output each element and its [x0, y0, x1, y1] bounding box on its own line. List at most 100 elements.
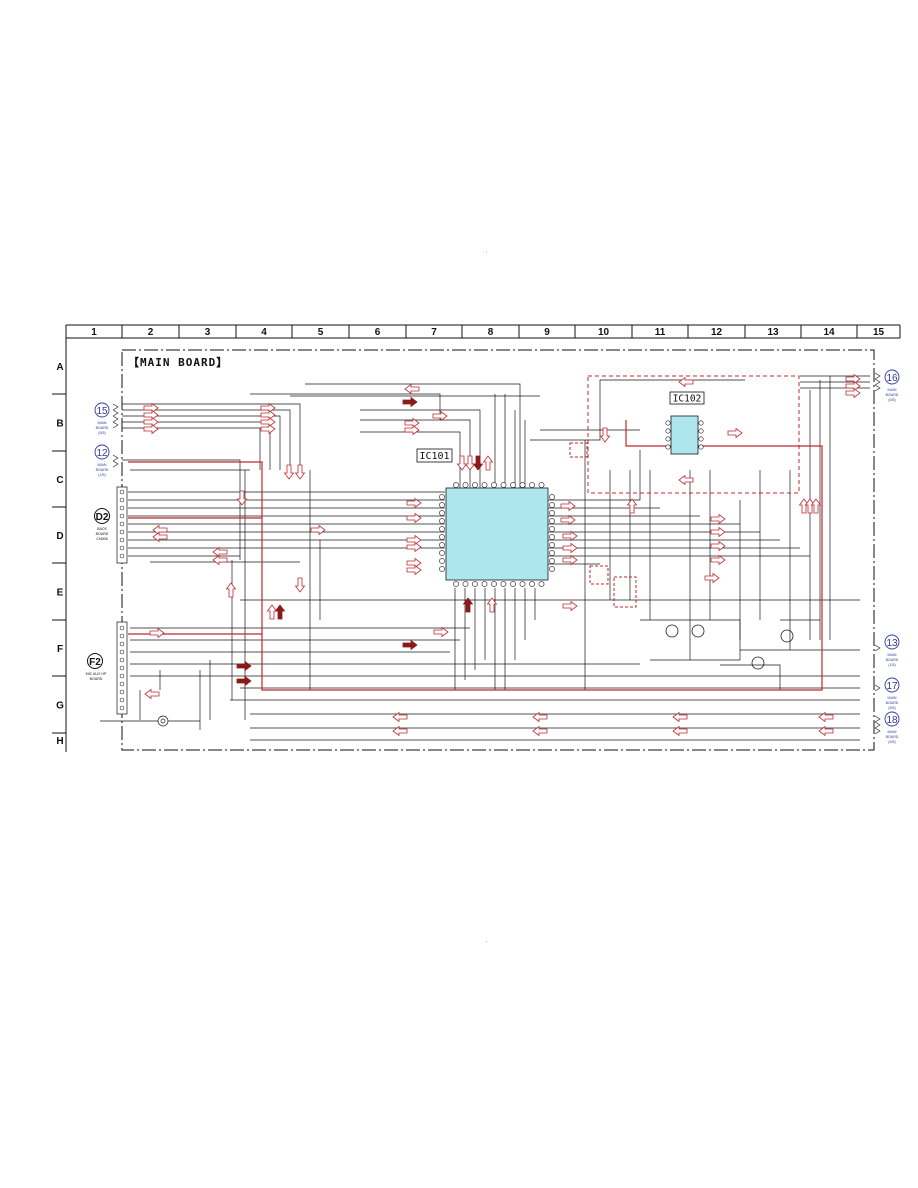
grid-frame: [65, 324, 900, 752]
arrow-shape: [472, 455, 484, 471]
outline-arrow: [464, 455, 476, 471]
ic101-pin: [439, 534, 445, 540]
outline-arrow: [392, 711, 408, 723]
ic101-pin: [519, 581, 526, 587]
outline-arrow: [212, 554, 228, 566]
outline-arrow: [599, 427, 611, 443]
outline-arrow: [710, 554, 726, 566]
arrow-shape: [710, 526, 726, 538]
outline-arrow: [710, 540, 726, 552]
grid-row-label: B: [56, 419, 63, 430]
outline-arrow: [810, 498, 822, 514]
connector-15-line1: MAIN: [98, 421, 107, 425]
arrow-shape: [678, 474, 694, 486]
arrow-shape: [143, 409, 159, 421]
outline-arrow: [260, 409, 276, 421]
solid-arrow: [402, 639, 418, 651]
connector-16-line1: MAIN: [888, 388, 897, 392]
ic101-pin: [462, 581, 469, 587]
connector-13-number: 13: [886, 638, 898, 649]
connector-d2-number: D2: [96, 512, 109, 523]
arrow-shape: [406, 541, 422, 553]
arrow-shape: [274, 604, 286, 620]
arrow-shape: [402, 639, 418, 651]
connector-12-number: 12: [96, 448, 108, 459]
arrow-shape: [845, 387, 861, 399]
arrow-shape: [562, 554, 578, 566]
ic101-pin: [500, 581, 507, 587]
arrow-shape: [672, 725, 688, 737]
ic101-pin: [439, 494, 445, 500]
grid-col-label: 15: [873, 327, 885, 338]
arrow-shape: [294, 464, 306, 480]
connector-15-line2: BOARD: [96, 426, 109, 430]
connector-f2-line1: MIC AUX HP: [86, 672, 107, 676]
connector-f2-pin: [119, 641, 125, 647]
connector-d2-pin: [119, 505, 125, 511]
arrow-shape: [672, 711, 688, 723]
ic101-pin: [549, 526, 555, 532]
transistors: [665, 624, 794, 670]
outline-arrow: [260, 423, 276, 435]
solid-arrow: [472, 455, 484, 471]
connector-12: 12 MAIN BOARD (1/5): [94, 444, 119, 477]
solid-arrow: [402, 396, 418, 408]
test-box-b: [589, 565, 609, 585]
connector-f2-pin: [119, 673, 125, 679]
outline-arrow: [283, 464, 295, 480]
connector-d2-pin: [119, 553, 125, 559]
arrow-shape: [704, 572, 720, 584]
connector-18-line1: MAIN: [888, 730, 897, 734]
arrow-shape: [406, 534, 422, 546]
outline-arrow: [845, 387, 861, 399]
ic101-pin: [439, 558, 445, 564]
arrow-shape: [562, 542, 578, 554]
arrow-shape: [152, 524, 168, 536]
outline-arrow: [152, 524, 168, 536]
outline-arrow: [406, 541, 422, 553]
ic101-pin: [549, 534, 555, 540]
outline-arrow: [152, 531, 168, 543]
arrow-shape: [560, 514, 576, 526]
grid-col-label: 8: [488, 327, 494, 338]
ic101-pin: [549, 558, 555, 564]
connector-15-number: 15: [96, 406, 108, 417]
ic101-pin: [549, 510, 555, 516]
outline-arrow: [294, 577, 306, 593]
connector-17-line3: (5/5): [888, 706, 895, 710]
ic101-pin: [472, 581, 478, 587]
ic101-pin: [549, 518, 555, 524]
ic101-pin: [439, 526, 445, 532]
connector-17-line2: BOARD: [886, 701, 899, 705]
solid-arrow: [236, 675, 252, 687]
arrow-shape: [406, 564, 422, 576]
connector-d2-line2: BOARD: [96, 532, 109, 536]
arrow-shape: [152, 531, 168, 543]
ic102-pin: [698, 420, 704, 426]
ic101-pin: [529, 581, 535, 587]
grid-row-label: A: [56, 362, 63, 373]
arrow-shape: [404, 424, 420, 436]
outline-arrow: [626, 498, 638, 514]
ic101-pin: [519, 482, 526, 488]
arrow-shape: [810, 498, 822, 514]
outline-arrow: [704, 572, 720, 584]
ic101-pin: [549, 542, 555, 548]
grid-row-ticks: [52, 393, 66, 734]
arrow-shape: [404, 417, 420, 429]
outline-arrow: [236, 490, 248, 506]
outline-arrow: [310, 524, 326, 536]
ic101: IC101: [416, 448, 555, 587]
arrow-shape: [818, 711, 834, 723]
outline-arrow: [294, 464, 306, 480]
arrow-shape: [710, 540, 726, 552]
grid-column-ticks: [121, 325, 901, 338]
grid-col-label: 5: [318, 327, 324, 338]
ic101-pin: [462, 482, 469, 488]
arrow-shape: [532, 711, 548, 723]
connector-d2-pin: [119, 521, 125, 527]
ic102-pin: [665, 436, 671, 442]
outline-arrow: [432, 410, 448, 422]
arrow-shape: [804, 498, 816, 514]
